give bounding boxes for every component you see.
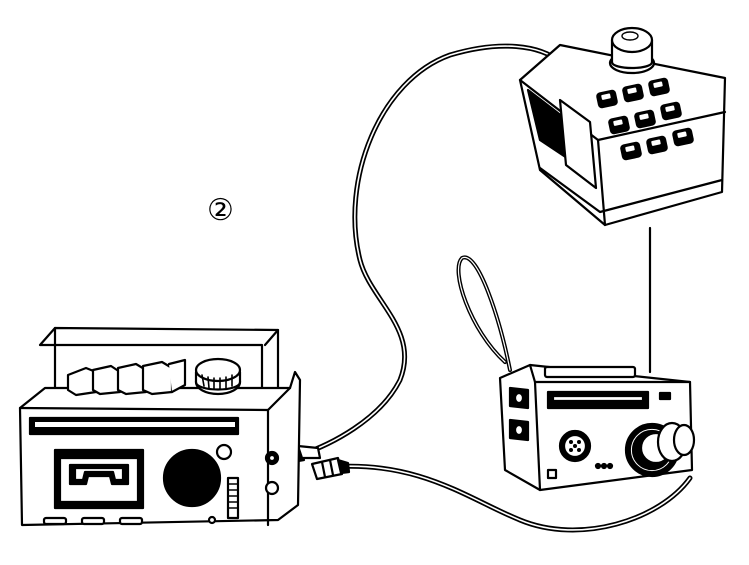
keypad <box>596 77 694 161</box>
portable-radio <box>456 255 696 492</box>
cable-top <box>297 43 563 458</box>
step-number-label: ② <box>207 193 234 228</box>
plug-white <box>310 456 351 481</box>
piano-keys <box>66 358 187 397</box>
cable-bottom <box>327 463 693 533</box>
telephone-device <box>518 26 727 227</box>
cassette-recorder <box>18 326 302 527</box>
